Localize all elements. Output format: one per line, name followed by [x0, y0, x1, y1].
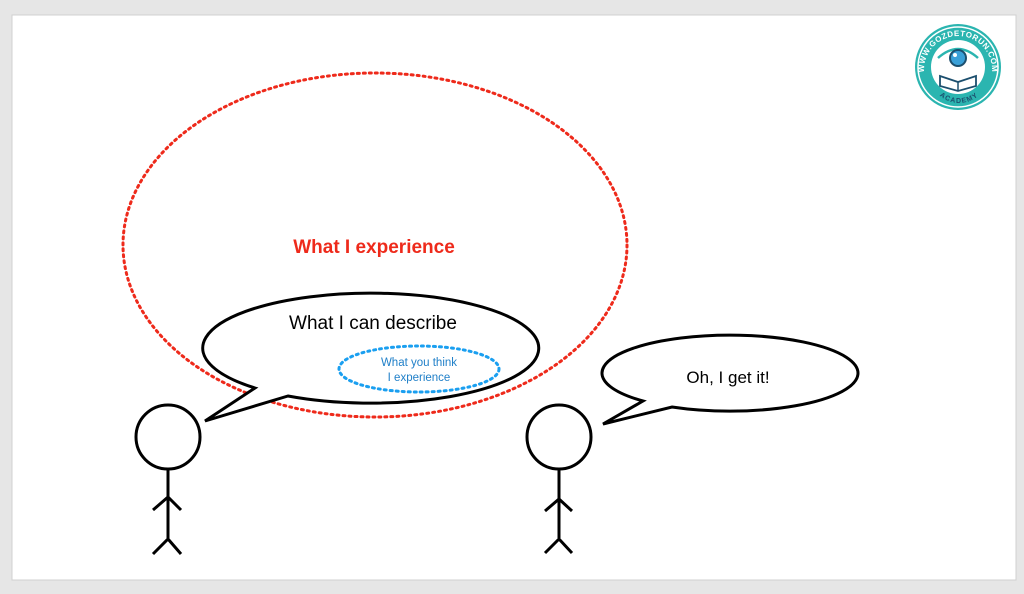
stick-figure-listener — [525, 403, 593, 555]
inner-label-line1: What you think — [381, 357, 457, 369]
speaker-bubble-text: What I can describe — [289, 313, 457, 334]
slide-background — [11, 14, 1017, 581]
experience-label: What I experience — [293, 237, 455, 258]
listener-speech-bubble: Oh, I get it! — [600, 333, 860, 426]
stick-figure-speaker — [134, 403, 202, 556]
inner-label-line2: I experience — [388, 372, 451, 384]
experience-ellipse — [121, 71, 629, 419]
inner-ellipse — [337, 344, 501, 394]
academy-logo: WWW.GOZDETORUN.COM ACADEMY — [915, 24, 1001, 110]
listener-bubble-text: Oh, I get it! — [686, 368, 769, 387]
